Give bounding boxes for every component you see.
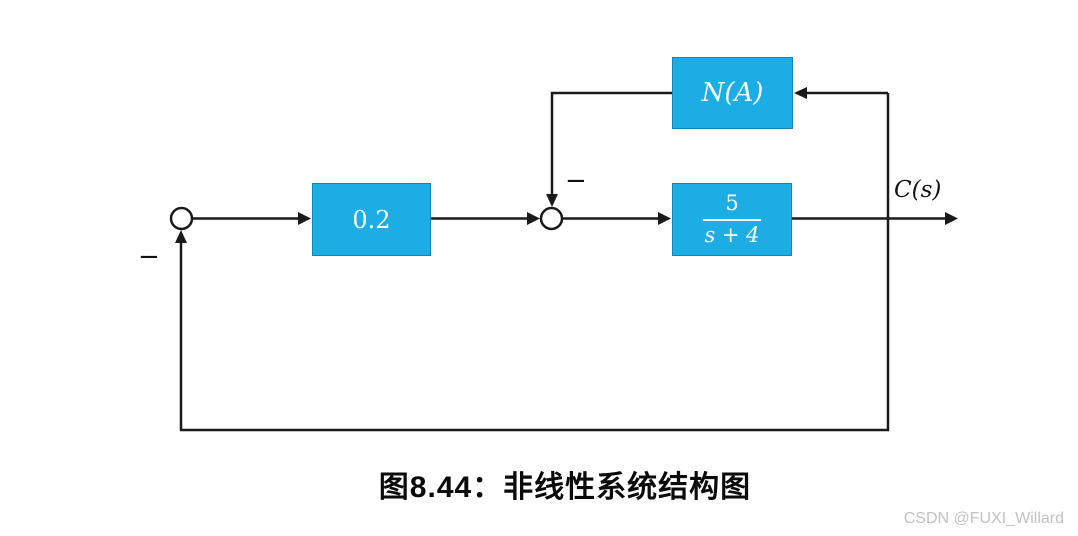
arrowhead-output [945, 212, 958, 225]
arrowhead-down-into-midsum [546, 194, 558, 207]
nonlinearity-block-label: N(A) [701, 78, 764, 108]
minus-sign-left-junction: − [138, 242, 160, 272]
fraction-bar [703, 218, 761, 221]
plant-block: 5 s + 4 [672, 183, 792, 256]
nonlinearity-block: N(A) [672, 57, 793, 129]
watermark-text: CSDN @FUXI_Willard [903, 510, 1064, 527]
wire-nonlinearity-to-midsum [550, 91, 672, 196]
output-signal-label: C(s) [894, 177, 942, 203]
arrowhead-up-into-leftsum [175, 230, 187, 243]
plant-denominator: s + 4 [704, 222, 760, 247]
figure-caption: 图8.44：非线性系统结构图 [378, 471, 752, 504]
summing-junction-left [169, 206, 194, 231]
arrowhead-into-midsum [527, 212, 540, 225]
gain-block: 0.2 [312, 183, 431, 256]
gain-block-label: 0.2 [352, 205, 391, 234]
arrowhead-into-nonlinearity [794, 87, 807, 99]
summing-junction-mid [539, 206, 564, 231]
arrowhead-into-plant [658, 212, 671, 225]
wire-outer-feedback [179, 93, 890, 432]
minus-sign-mid-junction: − [565, 166, 587, 196]
plant-numerator: 5 [725, 191, 739, 216]
arrowhead-into-gain [298, 212, 311, 225]
